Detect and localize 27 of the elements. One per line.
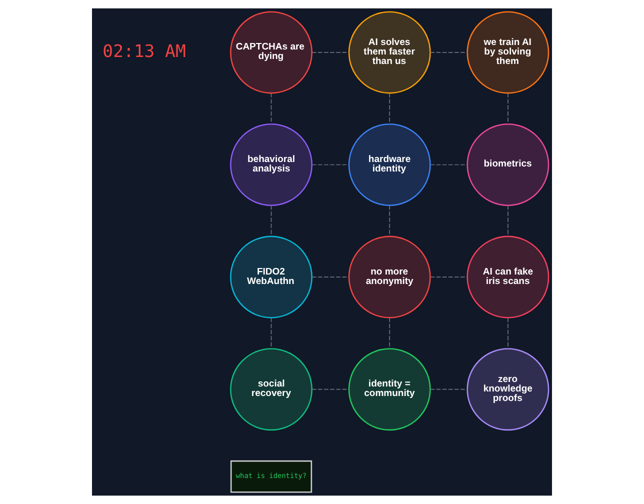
node-circle: hardware identity <box>348 124 431 206</box>
connector <box>270 92 272 124</box>
node-circle: AI can fake iris scans <box>466 236 550 318</box>
node-circle: behavioral analysis <box>230 124 312 206</box>
node-circle: no more anonymity <box>348 236 431 318</box>
connector <box>389 205 390 237</box>
node-circle: we train AI by solving them <box>466 11 550 94</box>
node-circle: biometrics <box>466 124 550 206</box>
connector <box>430 276 468 278</box>
label: 02:13 AM <box>102 42 186 62</box>
connector <box>312 52 350 53</box>
node-circle: identity = community <box>348 348 431 431</box>
node-circle: AI solves them faster than us <box>348 11 431 94</box>
connector <box>312 276 350 278</box>
connector <box>389 317 390 350</box>
connector <box>389 92 390 124</box>
connector <box>430 388 468 390</box>
connector <box>270 317 272 350</box>
connector <box>270 205 272 237</box>
node-circle: CAPTCHAs are dying <box>230 11 312 94</box>
node-circle: social recovery <box>230 348 312 431</box>
node-circle: zero knowledge proofs <box>466 348 550 431</box>
connector <box>312 164 350 166</box>
connector <box>430 164 468 166</box>
node-circle: FIDO2 WebAuthn <box>230 236 312 318</box>
connector <box>312 388 350 390</box>
connector <box>430 52 468 53</box>
